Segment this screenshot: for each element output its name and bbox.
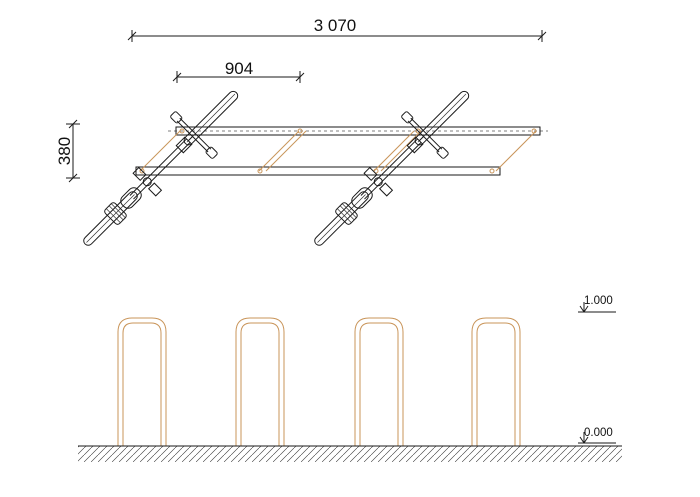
dim-total-line [127,30,547,42]
level-marker-top [578,302,616,313]
bicycle-right [294,70,490,266]
ground-hatch [78,445,622,462]
dim-spacing-line [172,71,305,83]
plan-view: 3 070 904 380 [55,16,548,266]
bicycle-left [63,70,259,266]
rack-loop-3 [354,317,404,447]
level-marker-ground [578,432,616,444]
elevation-view: 1.000 0.000 [78,295,622,462]
dim-depth-label: 380 [55,137,74,165]
rack-frame-plan [135,126,548,176]
rack-loop-2 [235,317,285,447]
rack-loop-1 [117,317,167,447]
rack-loop-4 [471,317,521,447]
dim-depth-line [66,119,80,183]
dim-spacing-label: 904 [225,59,253,78]
level-ground-label: 0.000 [584,427,613,439]
dim-total-label: 3 070 [314,16,357,35]
level-top-label: 1.000 [584,295,613,307]
